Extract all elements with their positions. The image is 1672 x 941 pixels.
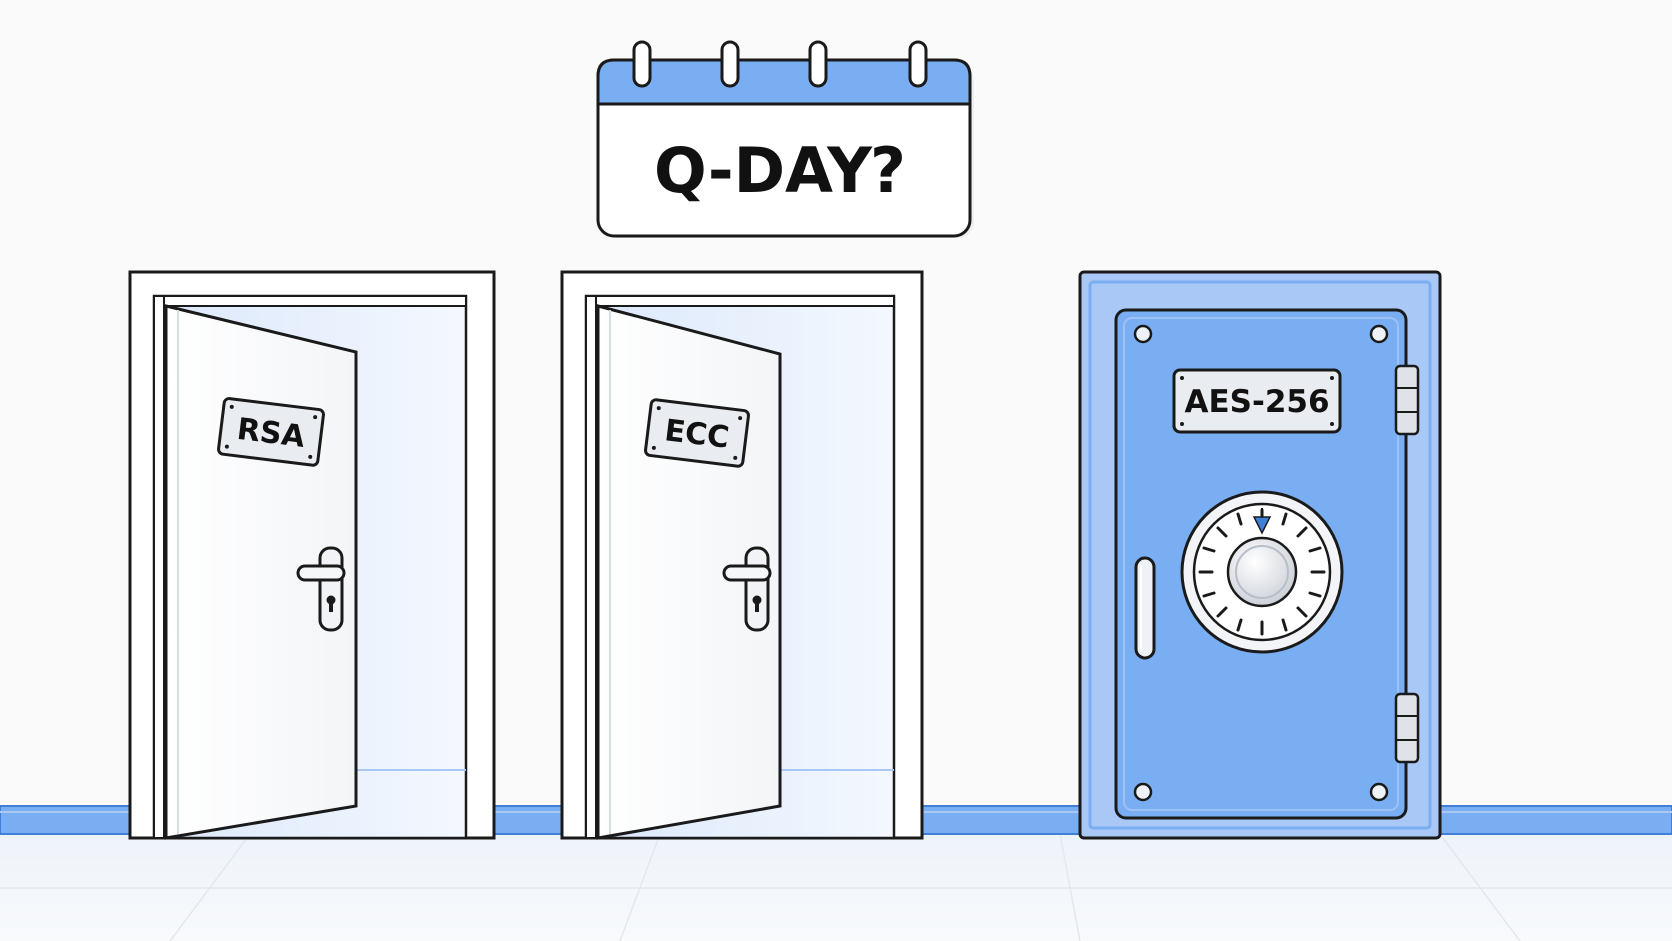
door-sign-ecc: ECC (644, 398, 750, 468)
door-ecc[interactable]: ECC (560, 270, 924, 840)
vault-aes[interactable]: AES-256 (1078, 270, 1442, 840)
door-label-rsa: RSA (235, 412, 307, 455)
dial-knob[interactable] (1226, 536, 1298, 608)
rivets (1133, 324, 1389, 802)
combination-dial-icon[interactable] (1180, 490, 1344, 654)
vault-label: AES-256 (1184, 384, 1329, 420)
calendar: Q-DAY ? (596, 40, 974, 238)
calendar-question-mark: ? (870, 134, 906, 207)
door-rsa[interactable]: RSA (128, 270, 496, 840)
floor (0, 833, 1672, 941)
vault-handle-icon[interactable] (1134, 556, 1156, 660)
door-label-ecc: ECC (663, 413, 731, 456)
vault-hinge-icon (1394, 364, 1420, 764)
calendar-title: Q-DAY (654, 134, 873, 207)
door-handle-icon[interactable] (722, 546, 772, 632)
calendar-ring-icon (632, 40, 928, 88)
vault-sign: AES-256 (1172, 368, 1342, 434)
door-handle-icon[interactable] (296, 546, 346, 632)
door-sign-rsa: RSA (217, 397, 325, 467)
